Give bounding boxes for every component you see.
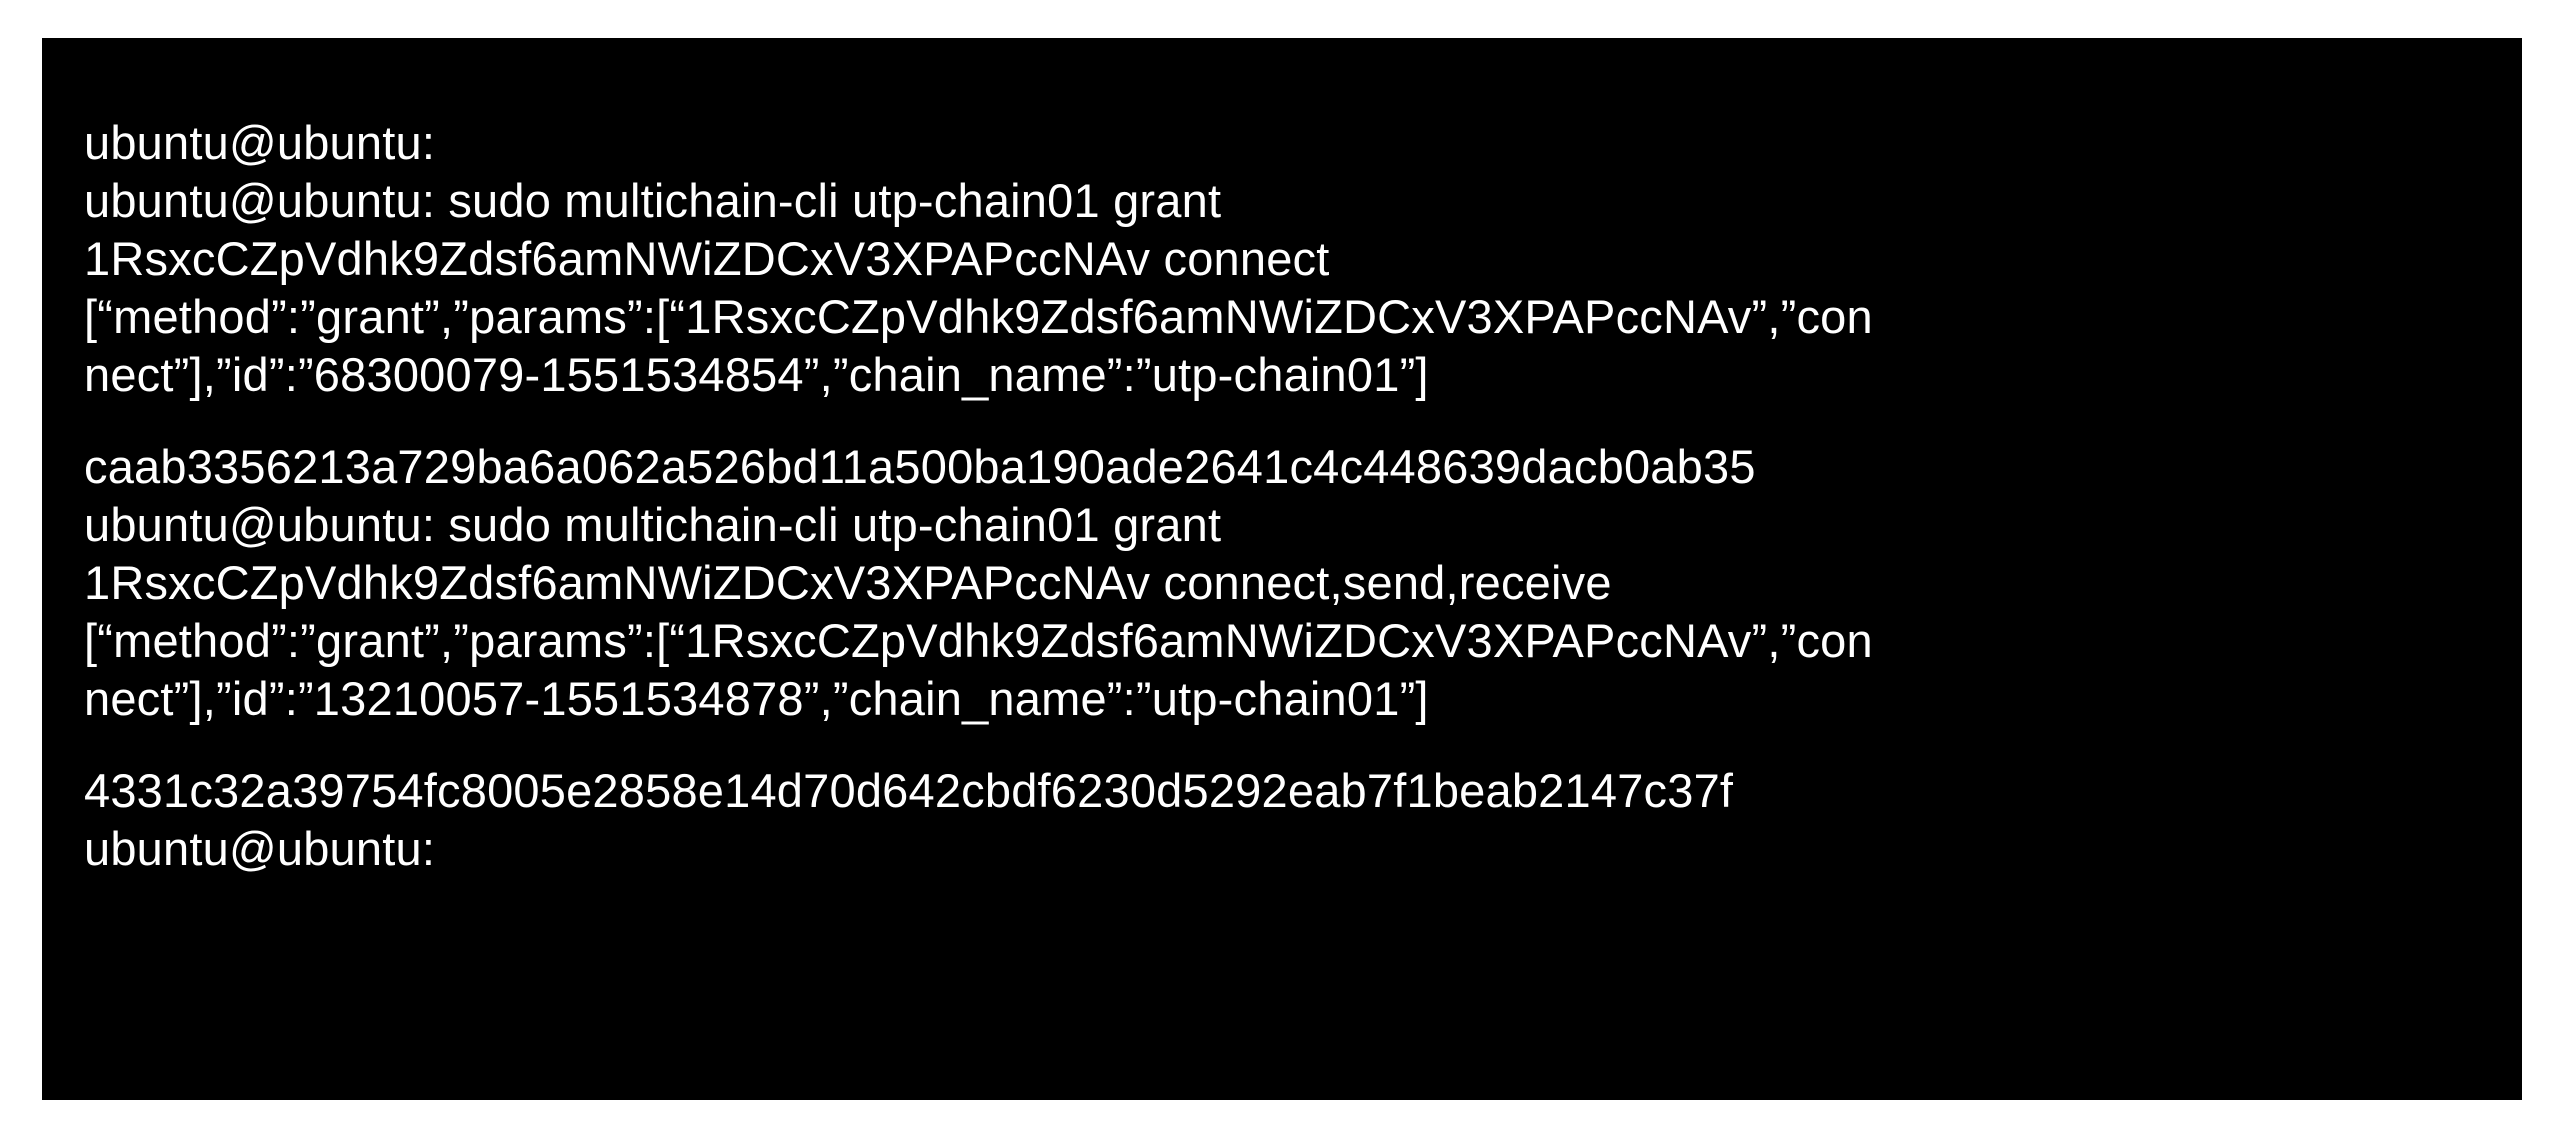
output-block: caab3356213a729ba6a062a526bd11a500ba190a…: [84, 438, 2484, 728]
command-line: ubuntu@ubuntu: sudo multichain-cli utp-c…: [84, 174, 1222, 227]
output-block: ubuntu@ubuntu: ubuntu@ubuntu: sudo multi…: [84, 114, 2484, 404]
output-block: 4331c32a39754fc8005e2858e14d70d642cbdf62…: [84, 762, 2484, 878]
prompt-line[interactable]: ubuntu@ubuntu:: [84, 822, 436, 875]
output-line: [“method”:”grant”,”params”:[“1RsxcCZpVdh…: [84, 290, 1873, 343]
blank-line: [84, 728, 2484, 762]
command-line: 1RsxcCZpVdhk9Zdsf6amNWiZDCxV3XPAPccNAv c…: [84, 232, 1330, 285]
command-line: 1RsxcCZpVdhk9Zdsf6amNWiZDCxV3XPAPccNAv c…: [84, 556, 1612, 609]
command-line: ubuntu@ubuntu: sudo multichain-cli utp-c…: [84, 498, 1222, 551]
output-line: [“method”:”grant”,”params”:[“1RsxcCZpVdh…: [84, 614, 1873, 667]
prompt-line: ubuntu@ubuntu:: [84, 116, 436, 169]
terminal-window[interactable]: ubuntu@ubuntu: ubuntu@ubuntu: sudo multi…: [42, 38, 2522, 1100]
blank-line: [84, 404, 2484, 438]
terminal-output: ubuntu@ubuntu: ubuntu@ubuntu: sudo multi…: [84, 114, 2484, 878]
hash-output-line: caab3356213a729ba6a062a526bd11a500ba190a…: [84, 440, 1756, 493]
output-line: nect”],”id”:”13210057-1551534878”,”chain…: [84, 672, 1429, 725]
output-line: nect”],”id”:”68300079-1551534854”,”chain…: [84, 348, 1429, 401]
hash-output-line: 4331c32a39754fc8005e2858e14d70d642cbdf62…: [84, 764, 1734, 817]
